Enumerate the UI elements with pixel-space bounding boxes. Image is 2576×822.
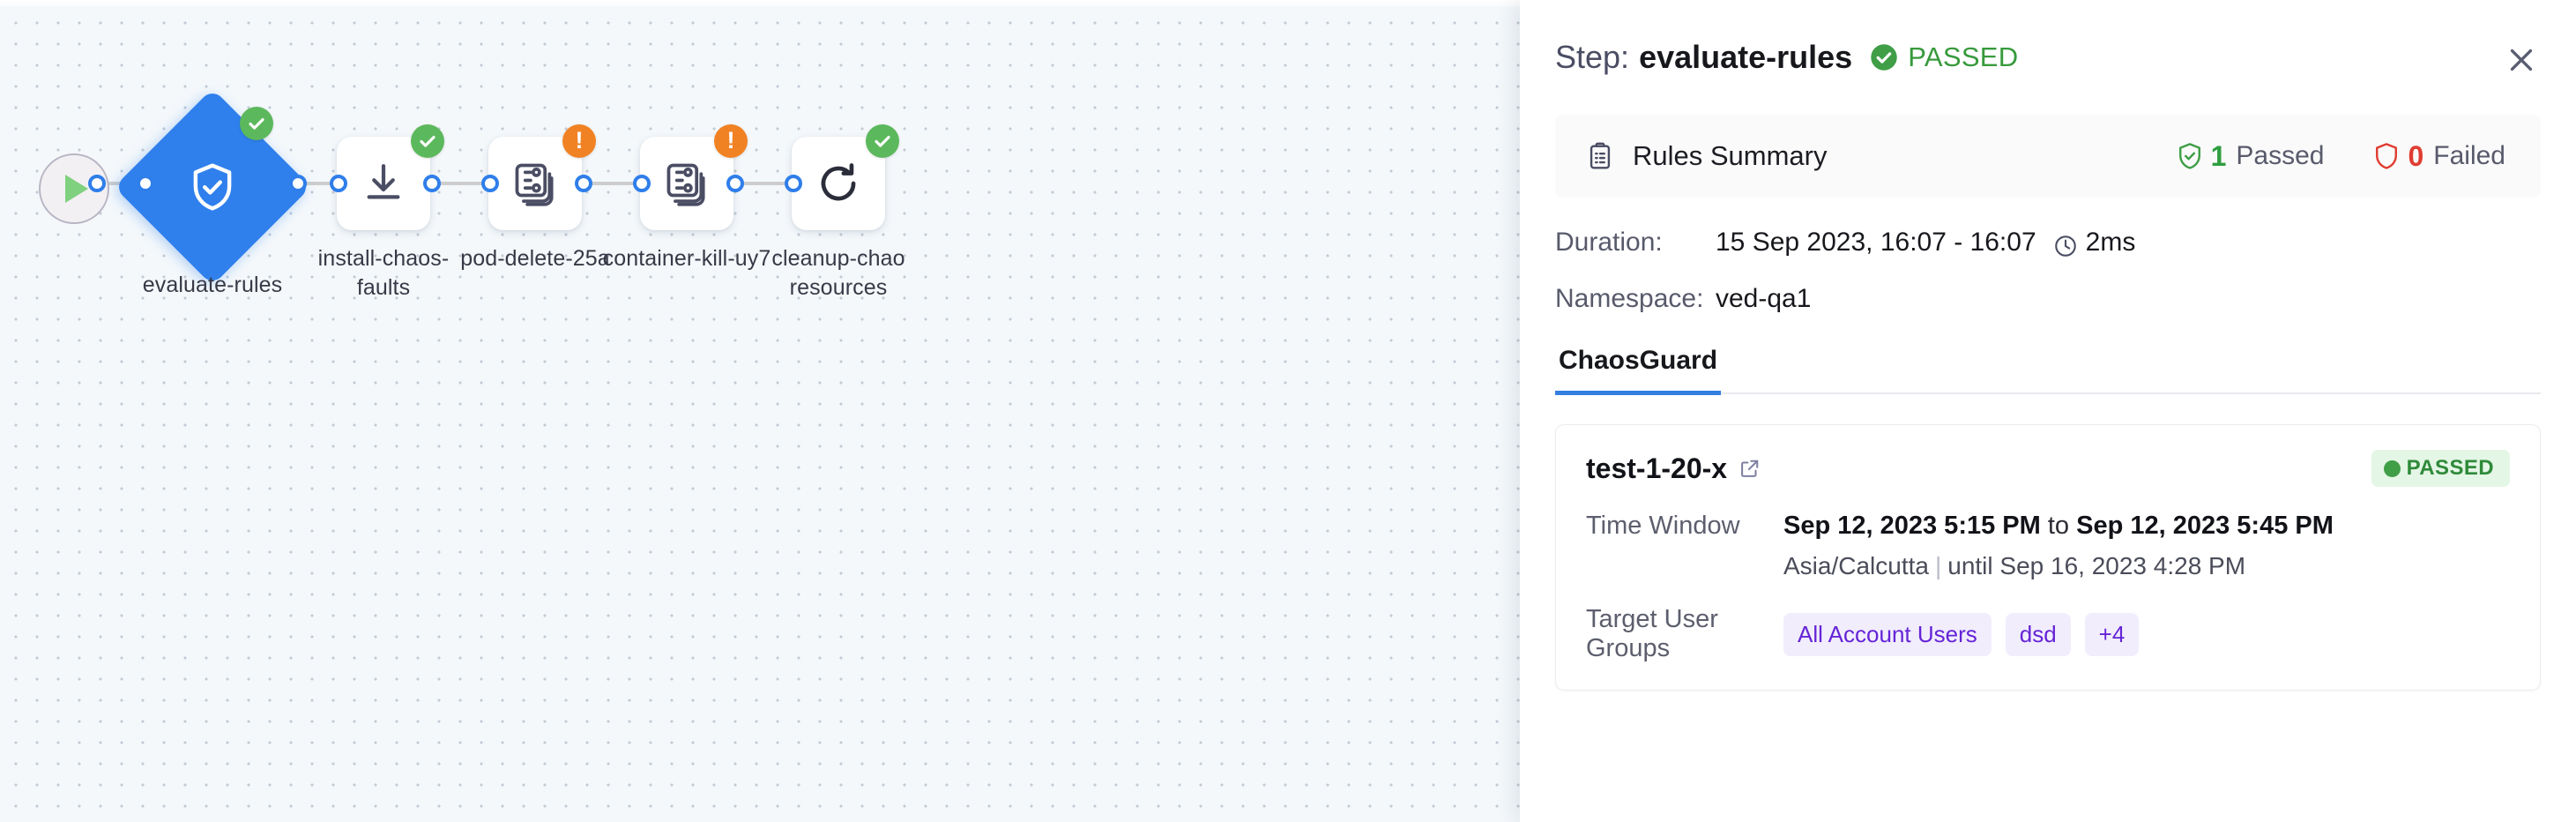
clock-icon	[2054, 235, 2076, 257]
duration-label: Duration:	[1555, 228, 1663, 257]
time-window-timezone: Asia/Calcutta	[1783, 552, 1929, 579]
tab-chaosguard[interactable]: ChaosGuard	[1555, 340, 1722, 395]
target-user-groups-label: Target User Groups	[1586, 605, 1718, 662]
chaosguard-test-card: test-1-20-x PASSED Time Window Sep 12, 2…	[1555, 424, 2541, 691]
node-label: container-kill-uy7	[602, 246, 771, 271]
rules-passed-count: 1	[2210, 139, 2227, 172]
edge-install-to-pod	[398, 182, 531, 185]
port-start-out[interactable]	[88, 175, 106, 192]
check-icon	[420, 136, 436, 147]
step-name: evaluate-rules	[1639, 39, 1853, 75]
time-window-end: Sep 12, 2023 5:45 PM	[2076, 512, 2334, 540]
status-badge-passed	[240, 107, 273, 140]
test-status-badge: PASSED	[2371, 450, 2510, 487]
check-icon	[249, 118, 264, 130]
port-pod-in[interactable]	[481, 175, 499, 192]
rules-passed-stat: 1 Passed	[2175, 139, 2325, 173]
duration-range: 15 Sep 2023, 16:07 - 16:07	[1716, 228, 2036, 257]
external-link-icon[interactable]	[1738, 457, 1761, 480]
node-evaluate-rules[interactable]: evaluate-rules	[114, 88, 311, 297]
square-shape	[792, 137, 885, 230]
node-label: cleanup-chao resources	[771, 246, 905, 300]
edge-pod-to-container	[550, 182, 682, 185]
duration-elapsed: 2ms	[2085, 228, 2136, 257]
rules-failed-label: Failed	[2433, 141, 2505, 170]
chaos-fault-icon	[515, 163, 554, 206]
time-window-range: Sep 12, 2023 5:15 PM to Sep 12, 2023 5:4…	[1783, 512, 2334, 541]
port-evaluate-out[interactable]	[289, 175, 307, 192]
target-user-groups-chips: All Account Users dsd +4	[1783, 605, 2153, 663]
target-user-groups-row: Target User Groups All Account Users dsd…	[1586, 605, 2510, 663]
rules-failed-stat: 0 Failed	[2371, 140, 2505, 173]
port-evaluate-in[interactable]	[137, 175, 154, 192]
node-container-kill-uy7[interactable]: ! container-kill-uy7	[603, 124, 771, 271]
test-status-text: PASSED	[2406, 456, 2494, 480]
play-icon	[65, 175, 88, 203]
shield-check-icon	[193, 163, 232, 211]
check-icon	[875, 136, 890, 147]
divider: |	[1934, 552, 1942, 579]
rules-summary-left: Rules Summary	[1585, 140, 2127, 172]
time-window-separator: to	[2040, 512, 2077, 540]
port-pod-out[interactable]	[575, 175, 592, 192]
test-name: test-1-20-x	[1586, 452, 1728, 484]
step-prefix-label: Step:	[1555, 39, 1630, 75]
port-install-in[interactable]	[330, 175, 347, 192]
time-window-label: Time Window	[1586, 512, 1740, 540]
clipboard-icon	[1590, 142, 1611, 169]
status-badge-passed	[866, 124, 899, 158]
namespace-row: Namespace: ved-qa1	[1555, 284, 2541, 314]
rules-summary-title: Rules Summary	[1633, 140, 1828, 171]
duration-row: Duration: 15 Sep 2023, 16:07 - 16:07 2ms	[1555, 228, 2541, 258]
time-window-until: until Sep 16, 2023 4:28 PM	[1947, 552, 2246, 579]
node-label: install-chaos- faults	[317, 246, 450, 300]
status-dot-icon	[2383, 460, 2401, 477]
check-circle-icon	[1871, 44, 1897, 71]
shield-icon	[2376, 143, 2398, 169]
node-cleanup-chaos-resources[interactable]: cleanup-chao resources	[771, 124, 905, 300]
exclamation-icon: !	[575, 126, 584, 153]
panel-header: Step: evaluate-rules PASSED	[1520, 0, 2576, 115]
namespace-value: ved-qa1	[1716, 284, 1812, 313]
port-container-out[interactable]	[726, 175, 744, 192]
test-card-header: test-1-20-x PASSED	[1586, 450, 2510, 487]
namespace-label: Namespace:	[1555, 284, 1704, 313]
user-group-chip-overflow[interactable]: +4	[2084, 612, 2140, 656]
close-panel-button[interactable]	[2502, 41, 2541, 79]
step-status-text: PASSED	[1908, 41, 2019, 72]
pipeline-canvas[interactable]: evaluate-rules install-chaos- faults	[0, 0, 1520, 822]
rules-summary-card: Rules Summary 1 Passed 0 Failed	[1555, 115, 2541, 198]
step-details-panel: Step: evaluate-rules PASSED Ru	[1520, 0, 2576, 822]
edge-container-to-cleanup	[702, 182, 834, 185]
node-label: pod-delete-25a	[460, 246, 610, 271]
refresh-icon	[821, 163, 856, 201]
status-badge-passed	[411, 124, 444, 158]
status-badge-warning: !	[714, 124, 748, 158]
port-container-in[interactable]	[633, 175, 651, 192]
close-icon	[2510, 49, 2533, 71]
node-pod-delete-25a[interactable]: ! pod-delete-25a	[460, 124, 610, 271]
duration-value-group: 15 Sep 2023, 16:07 - 16:07 2ms	[1716, 228, 2135, 258]
chaos-fault-icon	[666, 163, 705, 206]
rules-failed-count: 0	[2408, 139, 2424, 172]
user-group-chip[interactable]: All Account Users	[1783, 612, 1992, 656]
shield-check-icon	[2178, 143, 2200, 169]
step-meta: Duration: 15 Sep 2023, 16:07 - 16:07 2ms…	[1555, 228, 2541, 314]
panel-tabs: ChaosGuard	[1555, 340, 2541, 395]
user-group-chip[interactable]: dsd	[2005, 612, 2071, 656]
time-window-values: Sep 12, 2023 5:15 PM to Sep 12, 2023 5:4…	[1783, 512, 2334, 580]
diamond-shape	[114, 88, 311, 286]
time-window-start: Sep 12, 2023 5:15 PM	[1783, 512, 2041, 540]
rules-passed-label: Passed	[2236, 141, 2325, 170]
status-badge-warning: !	[562, 124, 596, 158]
port-install-out[interactable]	[423, 175, 441, 192]
node-install-chaos-faults[interactable]: install-chaos- faults	[318, 124, 449, 300]
time-window-row: Time Window Sep 12, 2023 5:15 PM to Sep …	[1586, 512, 2510, 580]
download-icon	[367, 164, 400, 199]
exclamation-icon: !	[726, 126, 735, 153]
port-cleanup-in[interactable]	[785, 175, 802, 192]
node-label: evaluate-rules	[142, 273, 283, 297]
time-window-sub: Asia/Calcutta|until Sep 16, 2023 4:28 PM	[1783, 552, 2334, 580]
canvas-top-divider	[0, 0, 1520, 8]
